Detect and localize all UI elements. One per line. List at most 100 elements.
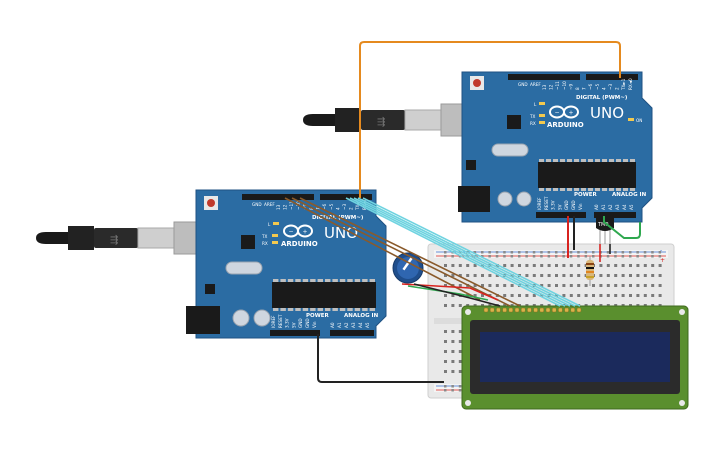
pin-label: IOREF	[537, 197, 542, 210]
capacitor	[497, 191, 513, 207]
brand-label: ARDUINO	[547, 121, 584, 129]
svg-text:−: −	[555, 110, 560, 117]
usb-cable-left: ⇶	[36, 221, 197, 255]
led-l-label: L	[534, 102, 537, 107]
temperature-sensor-label: TMP	[597, 222, 608, 228]
pin-label: ~3	[342, 203, 347, 210]
led-on-label: ON	[636, 118, 642, 123]
led-rx-label: RX	[262, 241, 268, 246]
digital-header-left	[508, 74, 580, 80]
wire-brown[interactable]	[291, 197, 511, 307]
pin-label: 12	[283, 204, 288, 210]
svg-text:+: +	[569, 110, 574, 117]
brand-label: ARDUINO	[281, 240, 318, 248]
led-rx	[272, 241, 278, 244]
pin-label: 7	[316, 207, 321, 210]
pin-label: A3	[615, 204, 620, 210]
wire-red[interactable]	[401, 283, 499, 301]
pin-label: A0	[594, 204, 599, 210]
pin-label: A0	[330, 322, 335, 328]
usb-cable-right: ⇶	[303, 103, 464, 137]
breadboard-minus-label: -	[660, 247, 662, 254]
wire-cyan[interactable]	[349, 197, 566, 307]
pin-label: A5	[365, 322, 370, 328]
capacitor	[232, 309, 250, 327]
pin-label: RESET	[544, 196, 549, 210]
power-header	[536, 212, 586, 218]
crystal	[225, 261, 263, 275]
pin-label: RX◄0	[628, 78, 633, 90]
wire-cyan[interactable]	[357, 197, 576, 307]
led-l	[539, 102, 545, 105]
pin-label: ~11	[555, 81, 560, 90]
pin-label: A5	[629, 204, 634, 210]
aref-label: AREF	[530, 82, 541, 87]
pin-label: A2	[608, 204, 613, 210]
wire-cyan[interactable]	[362, 197, 581, 307]
analog-header	[594, 212, 636, 218]
wire-green[interactable]	[603, 216, 641, 239]
led-on	[628, 118, 634, 121]
wire-orange[interactable]	[359, 41, 621, 198]
wire-cyan[interactable]	[345, 197, 561, 307]
temperature-sensor[interactable]: TMP	[596, 218, 614, 244]
potentiometer[interactable]	[392, 252, 424, 284]
capacitor	[253, 309, 271, 327]
pin-label: ~3	[608, 83, 613, 90]
pin-label: IOREF	[271, 315, 276, 328]
pin-label: ~5	[595, 83, 600, 90]
resistor[interactable]	[586, 256, 594, 286]
digital-header-left	[242, 194, 314, 200]
digital-header-label: DIGITAL (PWM~)	[312, 215, 364, 221]
led-rx	[539, 121, 545, 124]
arduino-logo: − +	[283, 224, 313, 238]
wire-brown[interactable]	[299, 197, 521, 307]
wire-brown[interactable]	[284, 197, 481, 301]
model-label: UNO	[324, 224, 358, 242]
usb-chip	[507, 115, 521, 129]
aref-label: AREF	[264, 202, 275, 207]
led-tx-label: TX	[529, 114, 536, 119]
wire-cyan[interactable]	[353, 197, 571, 307]
lcd-screen	[480, 332, 670, 382]
pin-label: Vin	[312, 321, 317, 328]
led-tx-label: TX	[261, 234, 268, 239]
power-header-label: POWER	[574, 192, 598, 198]
crystal	[491, 143, 529, 157]
reset-button[interactable]	[473, 79, 481, 87]
microcontroller-chip	[272, 282, 376, 308]
pin-label: 2	[615, 87, 620, 90]
digital-header-right	[586, 74, 638, 80]
reset-button[interactable]	[207, 199, 215, 207]
pin-label: 3.3V	[285, 318, 290, 328]
lcd-display[interactable]	[461, 305, 689, 410]
wire-black[interactable]	[317, 334, 444, 383]
pin-label: ~10	[562, 81, 567, 90]
pin-label: ~6	[588, 83, 593, 90]
pin-label: 3.3V	[551, 200, 556, 210]
wire-green[interactable]	[407, 285, 489, 301]
pin-label: 2	[349, 207, 354, 210]
usb-chip	[241, 235, 255, 249]
power-header-label: POWER	[306, 313, 330, 319]
gnd-label: GND	[518, 82, 528, 87]
led-tx	[272, 234, 278, 237]
pin-label: 5V	[291, 322, 296, 328]
pin-label: GND	[564, 200, 569, 210]
power-header	[270, 330, 320, 336]
usb-icon: ⇶	[377, 116, 385, 128]
svg-text:−: −	[289, 229, 294, 236]
microcontroller-chip	[538, 162, 636, 188]
pin-label: 12	[549, 84, 554, 90]
pin-label: A3	[351, 322, 356, 328]
pin-label: A4	[622, 204, 627, 210]
wire-black[interactable]	[413, 283, 501, 307]
pin-label: A2	[344, 322, 349, 328]
capacitor	[516, 191, 532, 207]
